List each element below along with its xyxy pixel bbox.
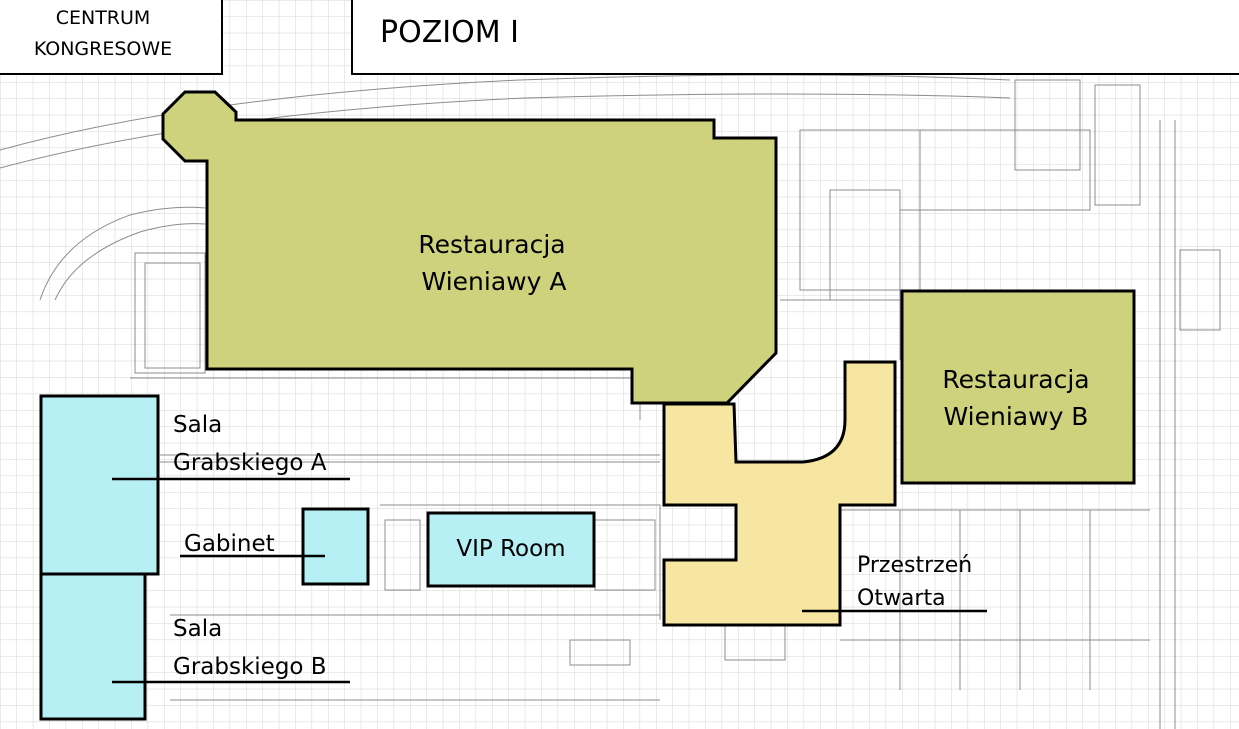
header: CENTRUM KONGRESOWE POZIOM I: [0, 0, 1239, 75]
label-sala-b-line2: Grabskiego B: [173, 654, 327, 680]
building-name-line1: CENTRUM: [56, 7, 151, 29]
label-gabinet: Gabinet: [184, 531, 275, 557]
label-restauracja-b-line2: Wieniawy B: [944, 402, 1089, 431]
level-title: POZIOM I: [380, 15, 519, 50]
leader-lines: [112, 477, 987, 684]
label-restauracja-b-line1: Restauracja: [942, 365, 1089, 394]
building-tab: [0, 0, 223, 75]
label-vip-room: VIP Room: [456, 536, 565, 562]
label-przestrzen-line2: Otwarta: [857, 586, 946, 611]
room-sala-grabskiego-b[interactable]: [39, 572, 147, 721]
building-name-line2: KONGRESOWE: [34, 38, 172, 60]
label-sala-a-line1: Sala: [173, 412, 222, 438]
room-przestrzen-otwarta[interactable]: [662, 360, 897, 627]
room-sala-grabskiego-a[interactable]: [39, 394, 160, 576]
label-przestrzen-line1: Przestrzeń: [857, 553, 972, 578]
label-restauracja-a-line2: Wieniawy A: [422, 267, 567, 296]
label-sala-b-line1: Sala: [173, 616, 222, 642]
room-vip[interactable]: [426, 511, 596, 588]
level-tab: [351, 0, 1239, 75]
label-restauracja-a-line1: Restauracja: [418, 230, 565, 259]
room-restauracja-wieniawy-b[interactable]: [900, 289, 1136, 485]
label-sala-a-line2: Grabskiego A: [173, 450, 327, 476]
room-gabinet[interactable]: [301, 507, 370, 586]
